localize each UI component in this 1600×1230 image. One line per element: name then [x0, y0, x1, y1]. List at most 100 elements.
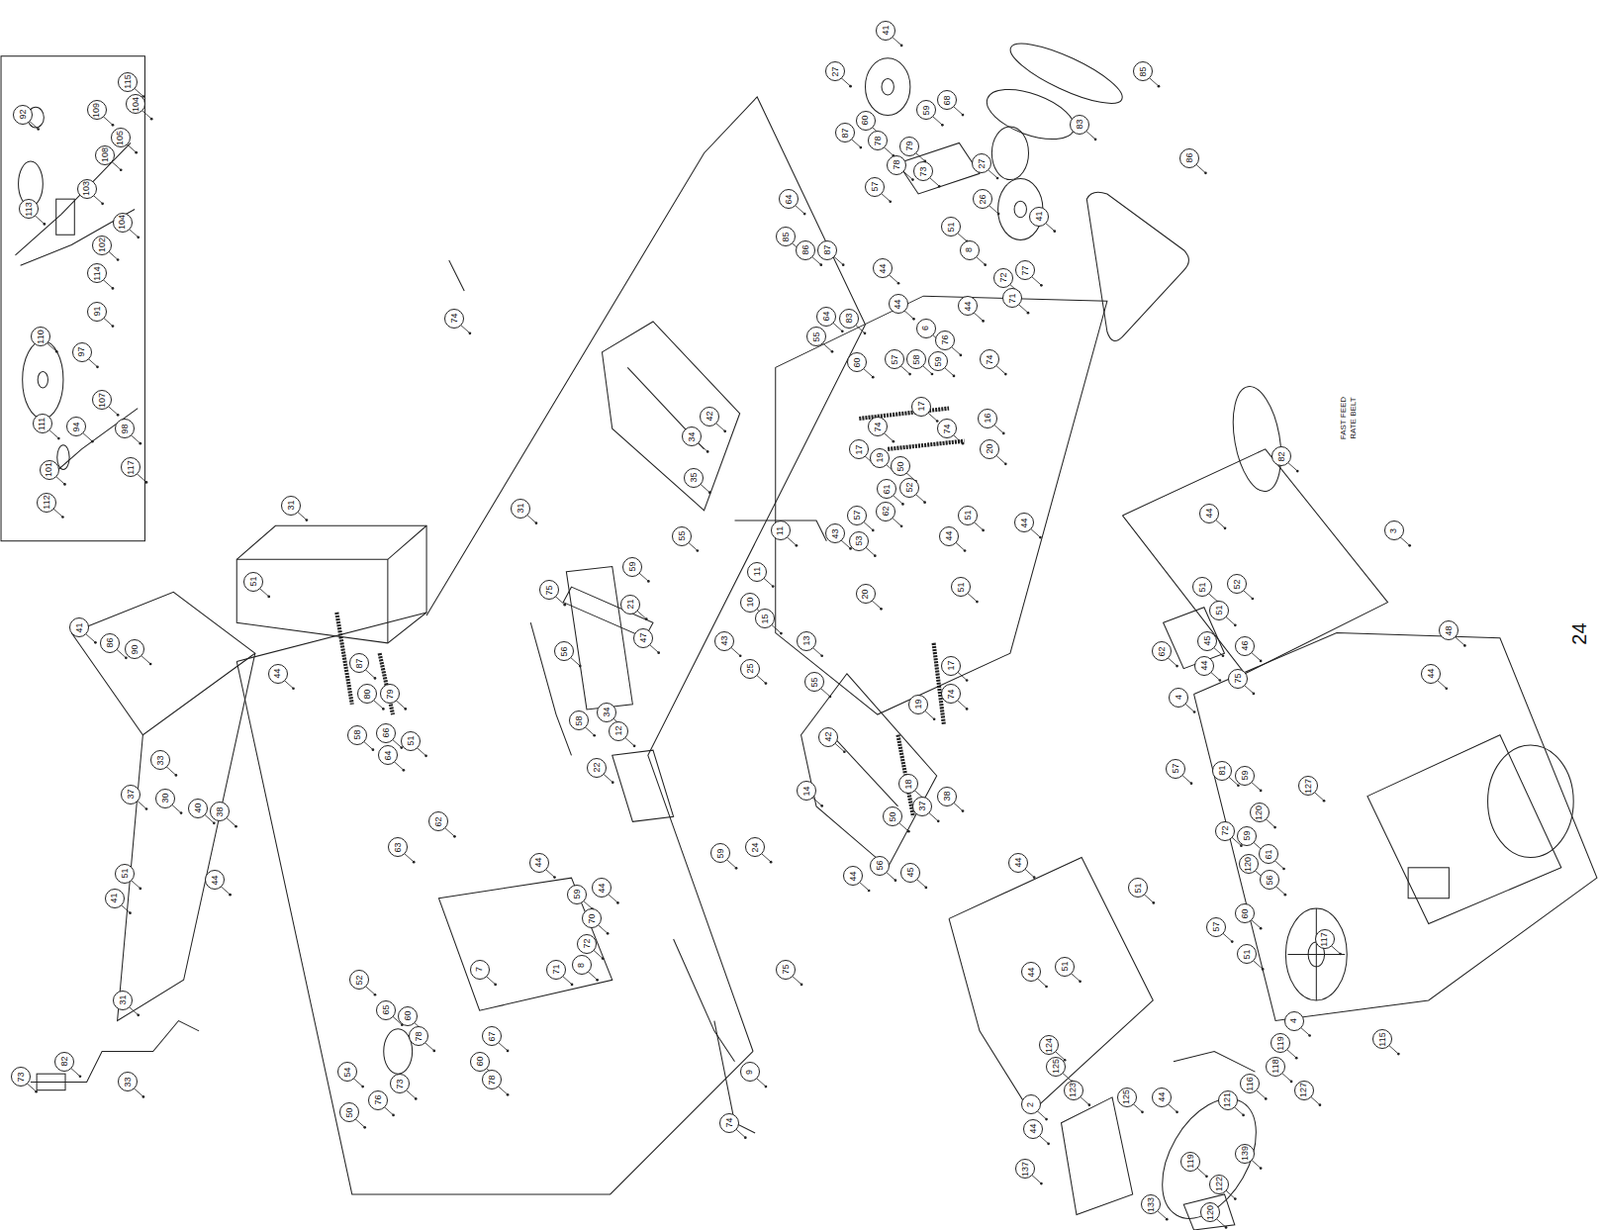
- callout-number: 44: [1028, 1124, 1037, 1134]
- callout-circle: 51: [114, 863, 135, 884]
- leader-line: [485, 975, 495, 984]
- callout-circle: 73: [913, 161, 934, 182]
- leader-dot: [1052, 229, 1056, 233]
- callout-number: 87: [823, 245, 833, 256]
- callout-number: 3: [1389, 528, 1399, 534]
- callout-circle: 44: [529, 852, 550, 873]
- leader-dot: [111, 324, 115, 328]
- callout-circle: 31: [281, 495, 301, 516]
- leader-line: [771, 624, 781, 633]
- callout-circle: 87: [817, 240, 838, 261]
- callout-circle: 137: [1015, 1158, 1036, 1179]
- leader-line: [1225, 616, 1235, 625]
- callout-circle: 56: [1259, 869, 1280, 890]
- note-box: FAST FEED RATE BELT: [1339, 387, 1359, 450]
- leader-dot: [1251, 597, 1255, 601]
- callout-circle: 43: [825, 523, 846, 544]
- callout-circle: 61: [876, 478, 897, 499]
- leader-line: [355, 1119, 365, 1128]
- callout-circle: 52: [1226, 573, 1247, 594]
- callout-circle: 51: [950, 576, 971, 597]
- leader-line: [86, 634, 95, 643]
- callout-number: 120: [1243, 856, 1253, 872]
- leader-line: [136, 473, 146, 482]
- leader-dot: [900, 524, 904, 528]
- callout-circle: 40: [188, 798, 208, 819]
- leader-line: [130, 879, 140, 888]
- callout-circle: 74: [867, 416, 888, 437]
- callout-number: 44: [1205, 508, 1215, 519]
- leader-dot: [412, 860, 416, 864]
- rod: [673, 939, 736, 1062]
- leader-line: [220, 885, 230, 894]
- leader-line: [1213, 647, 1223, 656]
- leader-line: [1250, 652, 1260, 660]
- leader-dot: [1088, 1103, 1092, 1107]
- callout-circle: 125: [1045, 1056, 1066, 1077]
- callout-number: 68: [941, 94, 951, 105]
- leader-dot: [1038, 536, 1042, 540]
- callout-circle: 133: [1140, 1194, 1161, 1215]
- inset-collar: [57, 445, 70, 471]
- leader-line: [88, 358, 97, 367]
- leader-dot: [134, 151, 138, 155]
- box-edge: [386, 559, 388, 644]
- leader-dot: [57, 437, 61, 441]
- callout-circle: 33: [117, 1071, 138, 1092]
- callout-circle: 44: [1023, 1119, 1043, 1139]
- leader-dot: [100, 201, 104, 205]
- leader-dot: [841, 329, 845, 333]
- leader-line: [1250, 919, 1260, 928]
- leader-line: [1252, 960, 1262, 969]
- callout-number: 51: [1059, 961, 1069, 972]
- motor-box: [1408, 867, 1449, 899]
- callout-number: 125: [1051, 1058, 1061, 1074]
- callout-number: 44: [1156, 1092, 1166, 1103]
- leader-line: [363, 741, 373, 750]
- callout-number: 60: [852, 357, 862, 368]
- callout-number: 72: [1221, 826, 1230, 837]
- callout-circle: 114: [87, 263, 107, 283]
- leader-line: [967, 592, 977, 601]
- leader-line: [871, 600, 881, 609]
- callout-number: 44: [944, 531, 954, 542]
- callout-circle: 44: [957, 295, 978, 316]
- leader-line: [755, 674, 765, 683]
- leader-line: [715, 422, 725, 431]
- pulley: [865, 58, 911, 116]
- leader-line: [1400, 537, 1410, 546]
- leader-line: [1132, 1103, 1142, 1112]
- coolant-tank: [1061, 1097, 1133, 1216]
- leader-dot: [94, 641, 97, 645]
- callout-number: 51: [1242, 948, 1252, 959]
- belt: [1142, 1082, 1276, 1230]
- handwheel: [22, 341, 64, 419]
- callout-circle: 27: [825, 61, 846, 82]
- callout-number: 20: [860, 588, 870, 599]
- leader-dot: [961, 442, 965, 446]
- callout-number: 73: [919, 166, 929, 177]
- leader-dot: [911, 178, 915, 182]
- leader-line: [395, 700, 405, 709]
- leader-line: [128, 228, 138, 237]
- leader-dot: [739, 654, 743, 658]
- callout-number: 54: [342, 1066, 352, 1077]
- pulley-hub: [1014, 200, 1027, 218]
- callout-circle: 59: [1234, 765, 1255, 786]
- leader-dot: [1027, 311, 1031, 315]
- leader-dot: [291, 686, 295, 690]
- leader-line: [687, 542, 697, 551]
- callout-number: 51: [405, 736, 415, 747]
- callout-number: 87: [354, 658, 364, 668]
- callout-circle: 75: [775, 959, 796, 980]
- leader-dot: [1157, 85, 1161, 89]
- leader-dot: [708, 490, 712, 494]
- leader-dot: [149, 662, 153, 666]
- pulley: [991, 126, 1029, 181]
- leader-line: [1286, 1048, 1296, 1057]
- callout-circle: 108: [94, 145, 115, 166]
- callout-number: 60: [860, 115, 870, 126]
- leader-line: [850, 138, 860, 147]
- leader-line: [730, 647, 740, 656]
- leader-line: [1167, 1103, 1177, 1112]
